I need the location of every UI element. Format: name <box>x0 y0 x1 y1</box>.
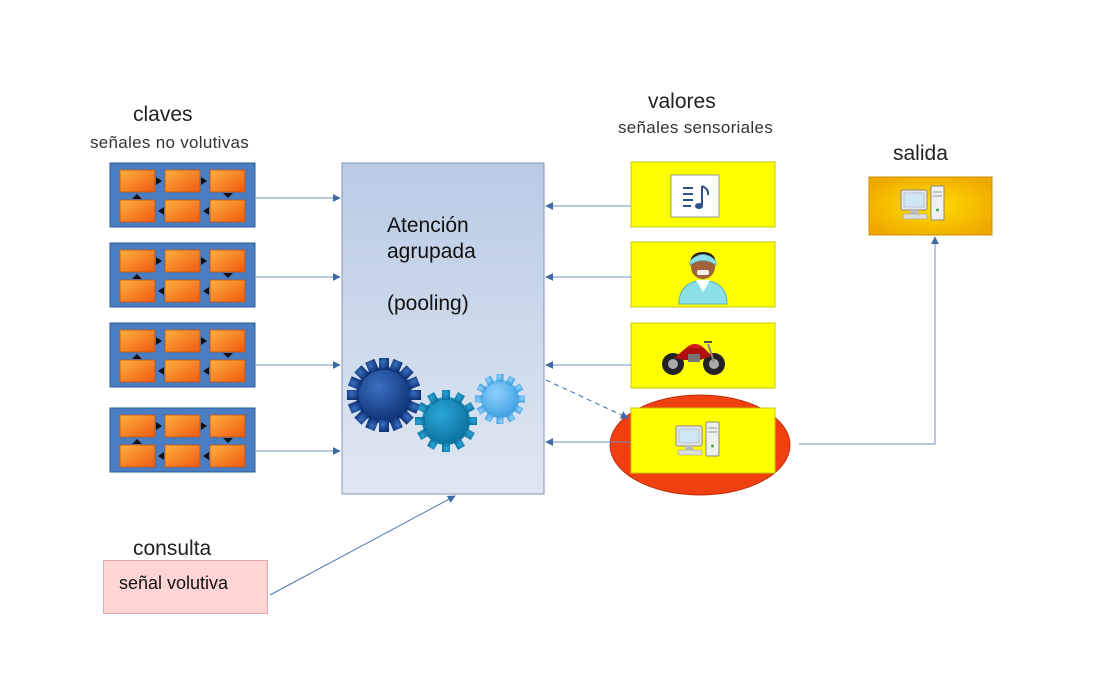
output-computer-icon <box>900 185 945 221</box>
central-box-label: Atención agrupada (pooling) <box>387 213 476 317</box>
central-line-3: (pooling) <box>387 292 469 315</box>
person-avatar-icon <box>678 252 728 305</box>
output-title: salida <box>893 142 948 165</box>
key-panel-3 <box>109 322 256 388</box>
central-line-2: agrupada <box>387 240 476 263</box>
music-document-icon <box>670 174 720 218</box>
selection-dashed-arrow <box>545 379 629 419</box>
keys-title: claves <box>133 103 193 126</box>
gear-icon-large <box>347 358 421 432</box>
values-title: valores <box>648 90 716 113</box>
motorcycle-icon <box>662 341 725 375</box>
key-panel-1 <box>109 162 256 228</box>
keys-subtitle: señales no volutivas <box>90 133 250 152</box>
gear-icon-small <box>475 374 525 424</box>
key-panel-2 <box>109 242 256 308</box>
gear-icon-medium <box>415 390 477 452</box>
values-subtitle: señales sensoriales <box>618 118 774 137</box>
query-title: consulta <box>133 537 212 560</box>
computer-icon <box>675 421 720 457</box>
central-line-1: Atención <box>387 214 469 237</box>
output-connector <box>799 236 939 445</box>
query-box <box>103 560 268 614</box>
query-box-text: señal volutiva <box>119 573 229 593</box>
key-panel-4 <box>109 407 256 473</box>
value-box-4 <box>630 407 776 474</box>
query-arrow <box>269 495 456 596</box>
